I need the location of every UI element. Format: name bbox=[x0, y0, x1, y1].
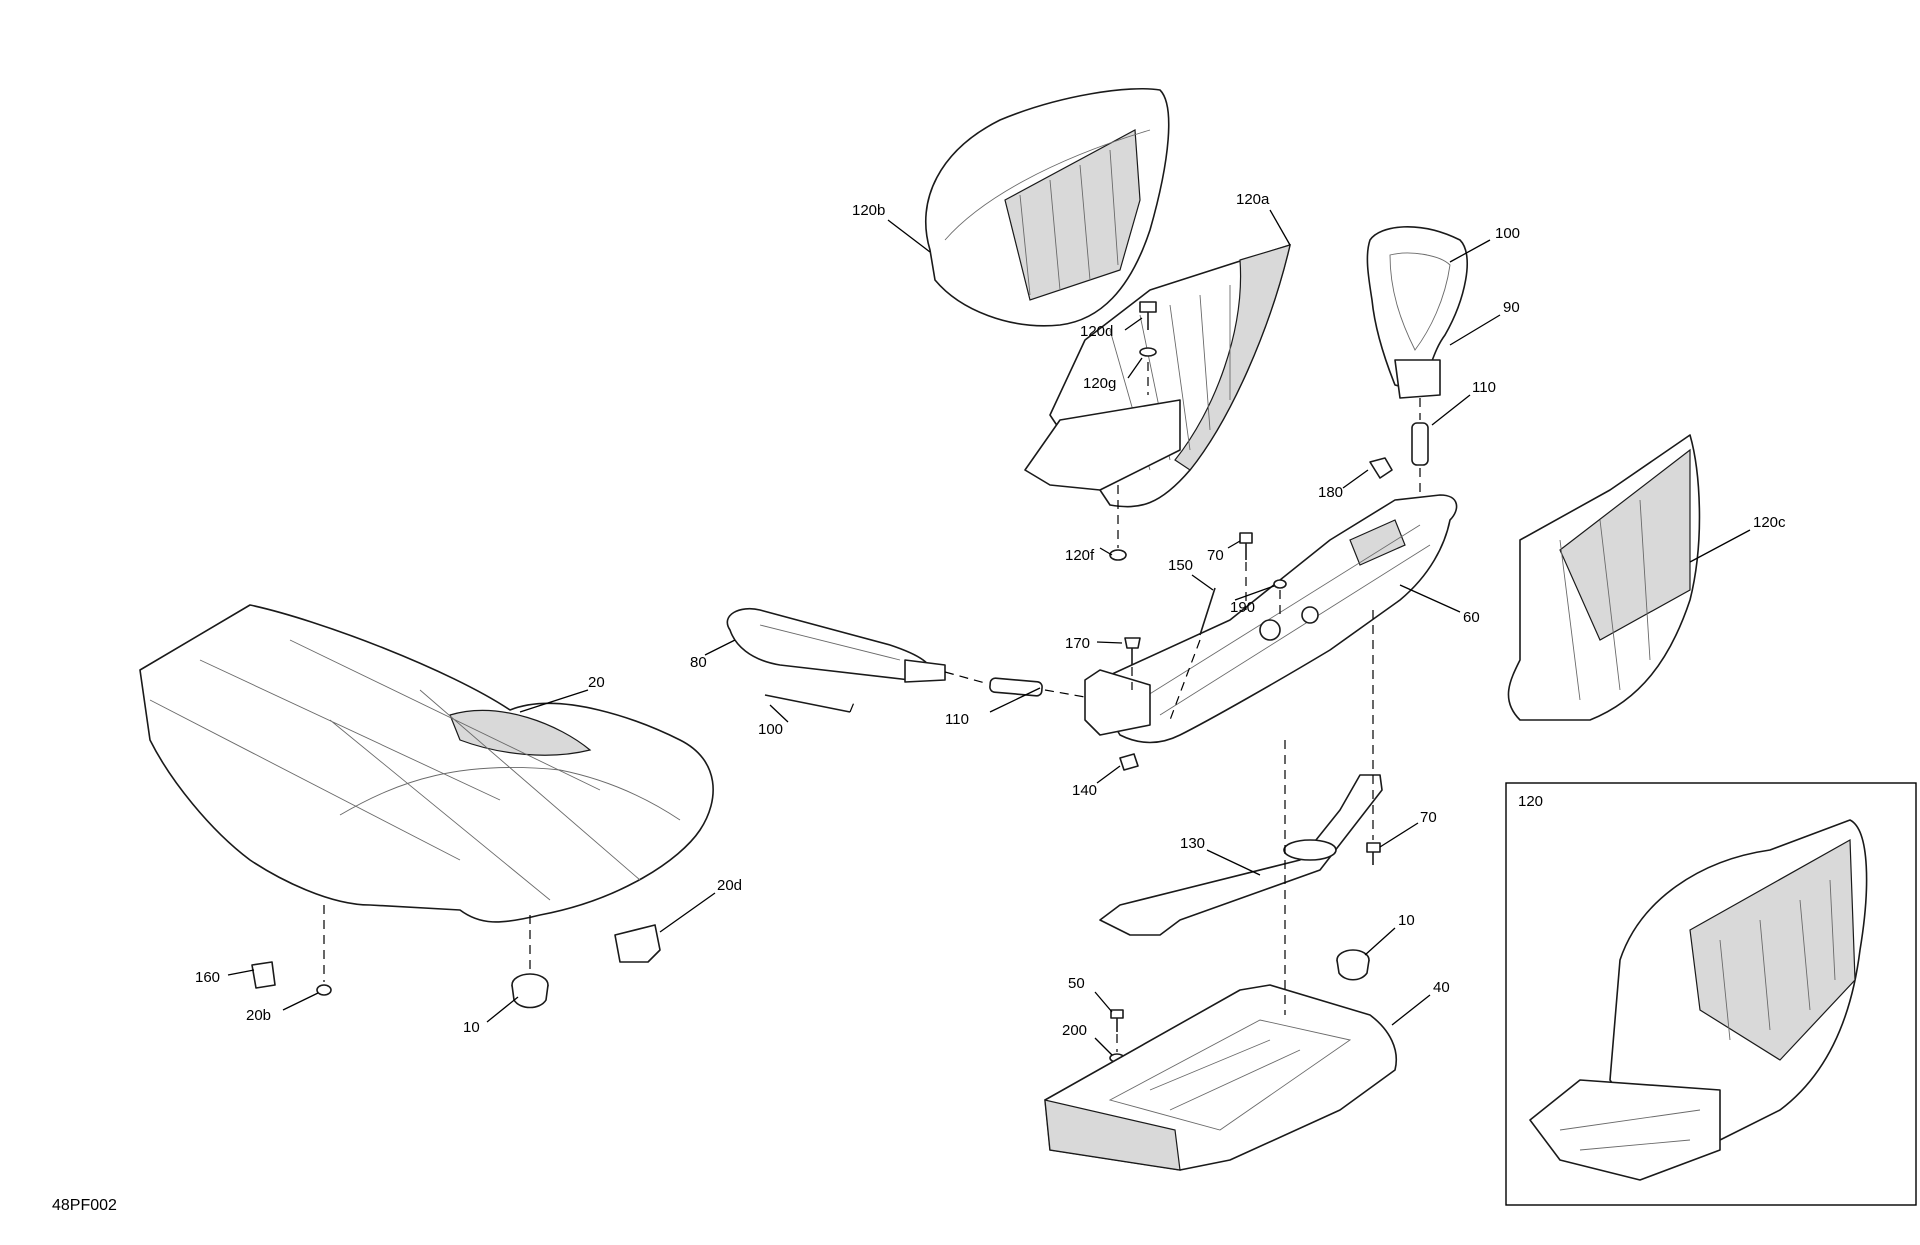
callout-150: 150 bbox=[1168, 557, 1193, 574]
callout-120b: 120b bbox=[852, 202, 885, 219]
callout-110-top: 110 bbox=[1472, 379, 1496, 396]
callout-120d: 120d bbox=[1080, 323, 1113, 340]
callout-120f: 120f bbox=[1065, 547, 1095, 564]
callout-100-top: 100 bbox=[1495, 225, 1520, 242]
seat-frame-60 bbox=[1084, 494, 1458, 744]
callout-120g: 120g bbox=[1083, 375, 1116, 392]
seat-base-40 bbox=[1044, 984, 1397, 1171]
bumper-10-left bbox=[511, 973, 549, 1009]
leader-lines bbox=[227, 209, 1751, 1056]
seat-back-frame-120b bbox=[925, 87, 1170, 327]
callout-170: 170 bbox=[1065, 635, 1090, 652]
callout-10-left: 10 bbox=[463, 1019, 480, 1036]
assembly-inset-120 bbox=[1505, 782, 1917, 1206]
clip-180 bbox=[1369, 457, 1393, 479]
callout-10-right: 10 bbox=[1398, 912, 1415, 929]
screw-70-top bbox=[1239, 532, 1253, 560]
nut-20b bbox=[316, 984, 332, 996]
callout-140: 140 bbox=[1072, 782, 1097, 799]
callout-70-bottom: 70 bbox=[1420, 809, 1437, 826]
callout-180: 180 bbox=[1318, 484, 1343, 501]
grab-handle-90 bbox=[1366, 226, 1468, 399]
inset-label: 120 bbox=[1518, 793, 1543, 810]
callout-20b: 20b bbox=[246, 1007, 271, 1024]
callout-20: 20 bbox=[588, 674, 605, 691]
callout-60: 60 bbox=[1463, 609, 1480, 626]
washer-190 bbox=[1273, 579, 1287, 589]
screw-120d bbox=[1139, 301, 1157, 330]
backrest-panel-120a bbox=[1024, 244, 1291, 508]
fastener-170 bbox=[1124, 637, 1141, 665]
callout-120a: 120a bbox=[1236, 191, 1270, 208]
seat-cushion-20 bbox=[139, 604, 714, 923]
callout-50: 50 bbox=[1068, 975, 1085, 992]
bracket-130 bbox=[1099, 774, 1383, 936]
callout-70-top: 70 bbox=[1207, 547, 1224, 564]
latch-20d bbox=[614, 924, 661, 963]
nut-120f bbox=[1109, 549, 1127, 561]
spacer-110-mid bbox=[989, 677, 1043, 697]
clip-140 bbox=[1119, 753, 1139, 771]
diagram-code: 48PF002 bbox=[52, 1197, 117, 1214]
bumper-10-right bbox=[1336, 949, 1370, 981]
callout-110-mid: 110 bbox=[945, 711, 969, 728]
washer-120g bbox=[1139, 347, 1157, 357]
pin-100-mid bbox=[764, 694, 851, 713]
callout-120c: 120c bbox=[1753, 514, 1786, 531]
screw-70-bottom bbox=[1366, 842, 1381, 865]
clip-160 bbox=[251, 961, 276, 989]
pin-110-top bbox=[1411, 422, 1429, 466]
callout-20d: 20d bbox=[717, 877, 742, 894]
callout-80: 80 bbox=[690, 654, 707, 671]
callout-200: 200 bbox=[1062, 1022, 1087, 1039]
callout-40: 40 bbox=[1433, 979, 1450, 996]
assembly-lines bbox=[323, 362, 1421, 1052]
callout-130: 130 bbox=[1180, 835, 1205, 852]
handle-80 bbox=[726, 608, 946, 683]
callout-190: 190 bbox=[1230, 599, 1255, 616]
callout-100-mid: 100 bbox=[758, 721, 783, 738]
callout-160: 160 bbox=[195, 969, 220, 986]
callout-90: 90 bbox=[1503, 299, 1520, 316]
screw-50 bbox=[1110, 1009, 1124, 1032]
bolt-150 bbox=[1199, 587, 1216, 636]
side-cover-120c bbox=[1507, 434, 1701, 721]
